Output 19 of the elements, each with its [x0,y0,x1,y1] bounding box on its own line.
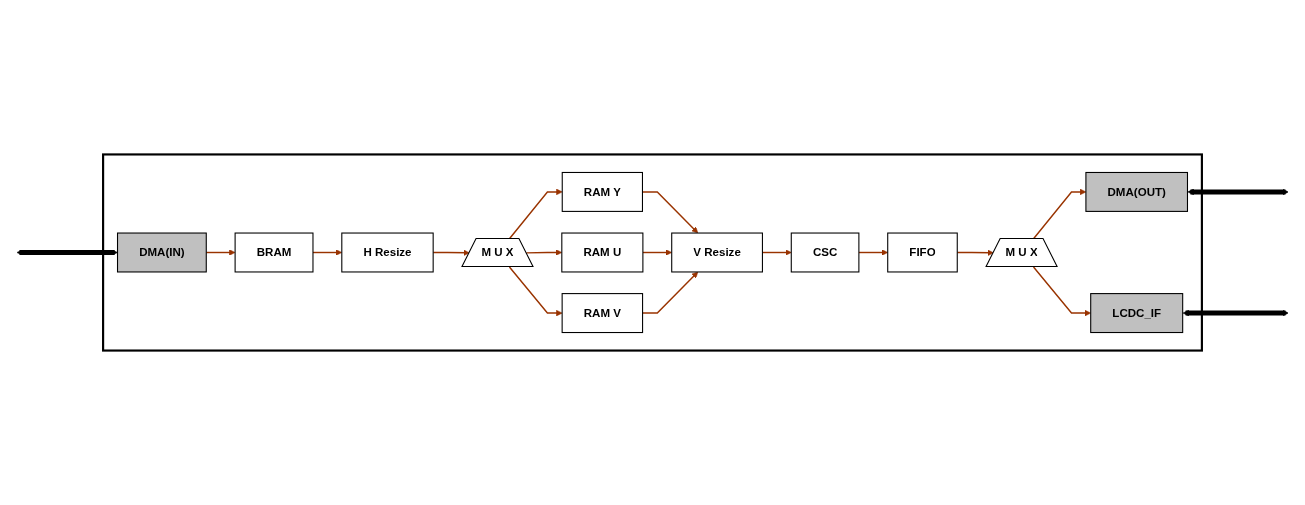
arrow [1187,188,1289,196]
node-box: CSC [790,232,860,273]
node-box: RAM Y [561,171,643,212]
node-box: V Resize [671,232,763,273]
node-box: BRAM [234,232,314,273]
arrow [1182,309,1289,317]
arrow [858,249,888,256]
arrow [642,249,672,256]
node-box: LCDC_IF [1090,293,1184,334]
node-box: DMA(OUT) [1085,171,1188,212]
arrow [508,266,563,317]
arrow [1032,266,1091,317]
cluster [102,153,1203,352]
node-box: RAM U [561,232,644,273]
arrow [16,249,118,256]
node-box: DMA(IN) [116,232,207,273]
node-box: RAM V [561,293,644,334]
node-box: H Resize [341,232,434,273]
node-box: FIFO [887,232,958,273]
